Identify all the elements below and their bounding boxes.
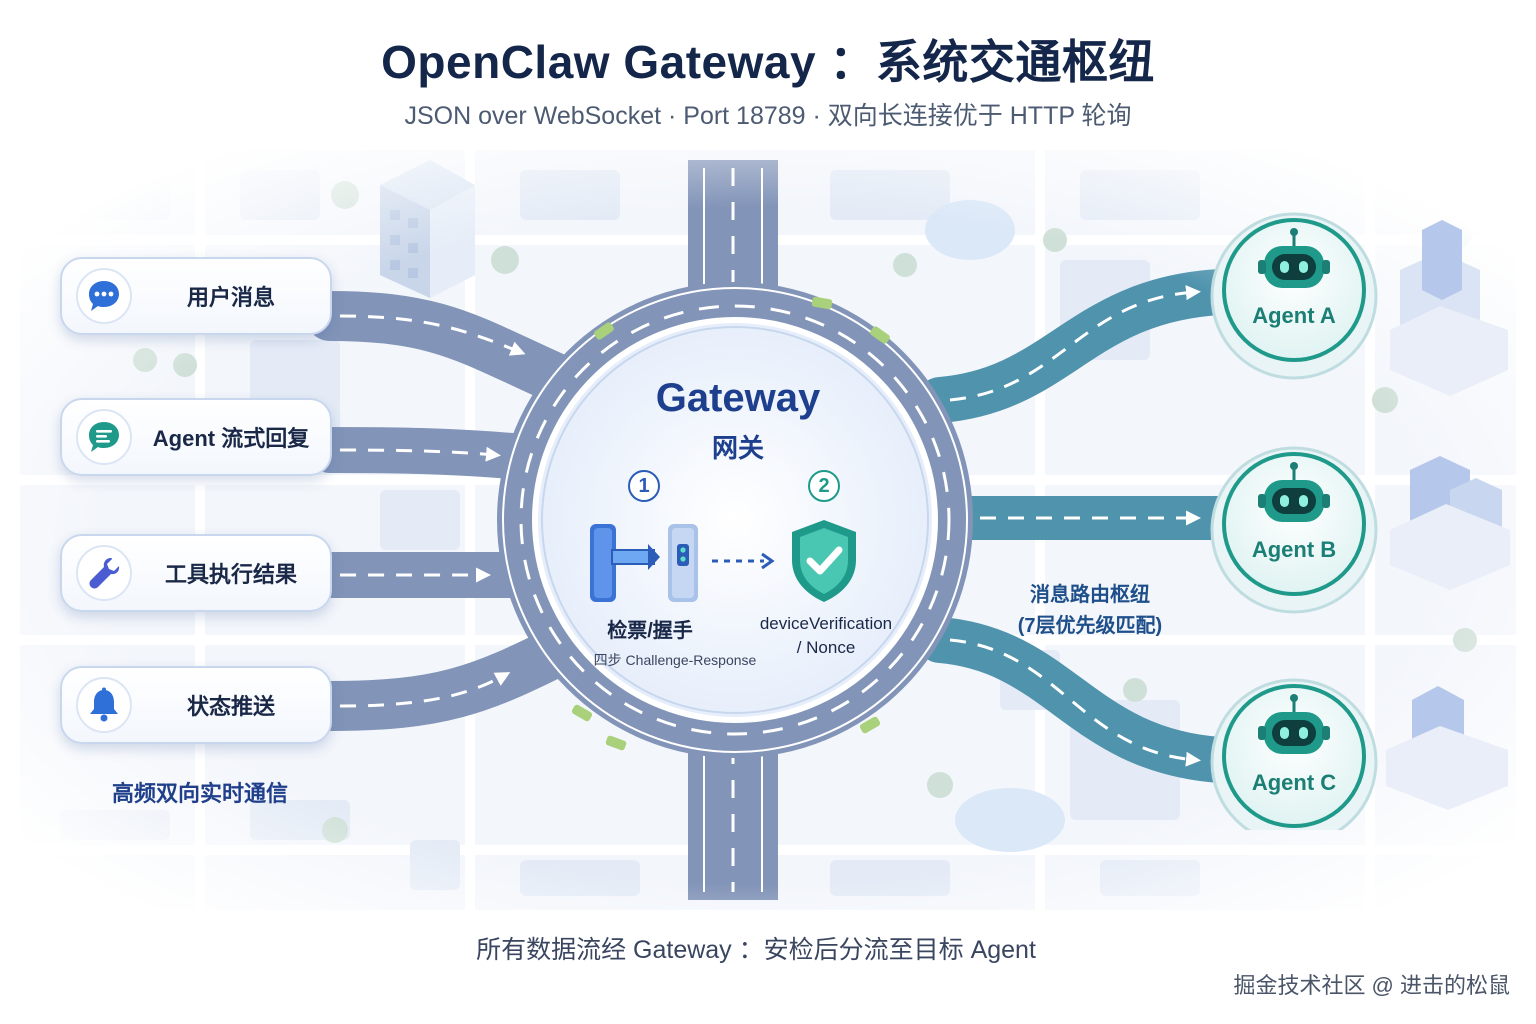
chat-bubble-icon <box>76 268 132 324</box>
dashed-arrow-icon <box>712 552 775 570</box>
page-subtitle: JSON over WebSocket · Port 18789 · 双向长连接… <box>404 102 1132 130</box>
agent-c-node <box>1210 678 1378 830</box>
agent-b-node <box>1210 446 1378 614</box>
agent-c-label: Agent C <box>1251 770 1337 795</box>
input-card-user-message: 用户消息 <box>60 257 332 335</box>
router-note: 消息路由枢纽 <box>1030 584 1150 606</box>
router-note-detail: (7层优先级匹配) <box>1017 615 1163 637</box>
footer-caption: 所有数据流经 Gateway ：安检后分流至目标 Agent <box>476 936 1036 964</box>
step-2-label-line2: / Nonce <box>796 638 856 657</box>
input-card-tool-result: 工具执行结果 <box>60 534 332 612</box>
step-1-label: 检票/握手 <box>607 620 693 642</box>
step-number-1: 1 <box>628 470 660 502</box>
step-number-2: 2 <box>808 470 840 502</box>
step-1-description: 四步 Challenge-Response <box>593 652 757 668</box>
watermark: 掘金技术社区 @ 进击的松鼠 <box>1233 973 1510 998</box>
agent-nodes-graphics <box>1210 212 1510 830</box>
step-2-label-line1: deviceVerification <box>759 614 893 633</box>
page-title: OpenClaw Gateway ：系统交通枢纽 <box>381 36 1155 88</box>
input-label: 用户消息 <box>186 285 275 310</box>
message-lines-icon <box>76 409 132 465</box>
agent-c-building-icon <box>1386 686 1508 810</box>
gateway-subtitle: 网关 <box>711 433 764 463</box>
input-note: 高频双向实时通信 <box>111 781 288 806</box>
shield-check-icon <box>792 520 856 602</box>
gateway-title: Gateway <box>655 376 821 420</box>
input-card-status-push: 状态推送 <box>60 666 332 744</box>
agent-b-building-icon <box>1390 456 1510 590</box>
agent-b-label: Agent B <box>1251 537 1337 562</box>
agent-a-node <box>1210 212 1378 380</box>
input-card-agent-stream: Agent 流式回复 <box>60 398 332 476</box>
input-label: 状态推送 <box>186 694 275 719</box>
input-label: 工具执行结果 <box>164 562 297 587</box>
robot-icon <box>1258 694 1330 754</box>
input-label: Agent 流式回复 <box>152 426 310 451</box>
robot-icon <box>1258 228 1330 288</box>
agent-a-label: Agent A <box>1252 303 1336 328</box>
turnstile-icon <box>590 524 698 602</box>
agent-a-building-icon <box>1390 220 1508 396</box>
robot-icon <box>1258 462 1330 522</box>
wrench-icon <box>76 545 132 601</box>
bell-icon <box>76 677 132 733</box>
